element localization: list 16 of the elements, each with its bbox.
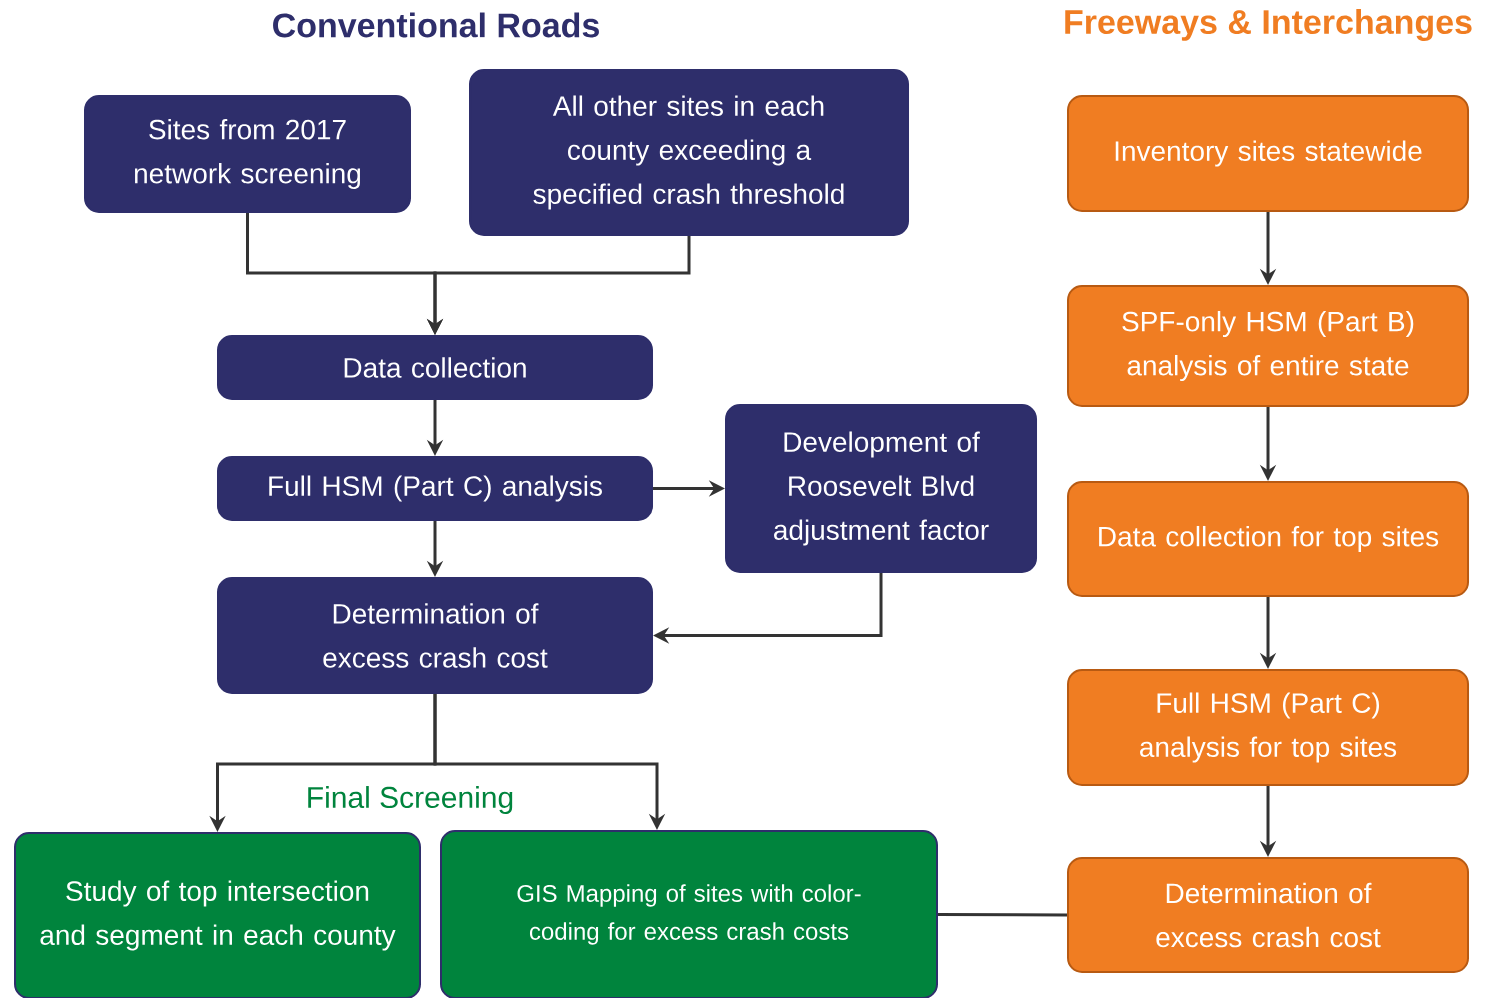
process-box: Data collection for top sites xyxy=(1067,481,1469,597)
process-box: SPF-only HSM (Part B) analysis of entire state xyxy=(1067,285,1469,407)
process-box: Development of Roosevelt Blvd adjustment factor xyxy=(725,404,1037,573)
process-box: Data collection xyxy=(217,335,653,400)
heading: Conventional Roads xyxy=(273,12,599,38)
section-label: Final Screening xyxy=(308,786,513,814)
process-box: GIS Mapping of sites with color-coding for excess crash costs xyxy=(440,830,938,998)
process-box: Study of top intersection and segment in each county xyxy=(14,832,421,998)
process-box: Determination of excess crash cost xyxy=(1067,857,1469,973)
process-box: Full HSM (Part C) analysis for top sites xyxy=(1067,669,1469,786)
process-box: All other sites in each county exceeding a specified crash threshold xyxy=(469,69,909,236)
heading: Freeways & Interchanges xyxy=(1065,9,1472,41)
process-box: Inventory sites statewide xyxy=(1067,95,1469,212)
process-box: Sites from 2017 network screening xyxy=(84,95,411,213)
process-box: Determination of excess crash cost xyxy=(217,577,653,694)
process-box: Full HSM (Part C) analysis xyxy=(217,456,653,521)
